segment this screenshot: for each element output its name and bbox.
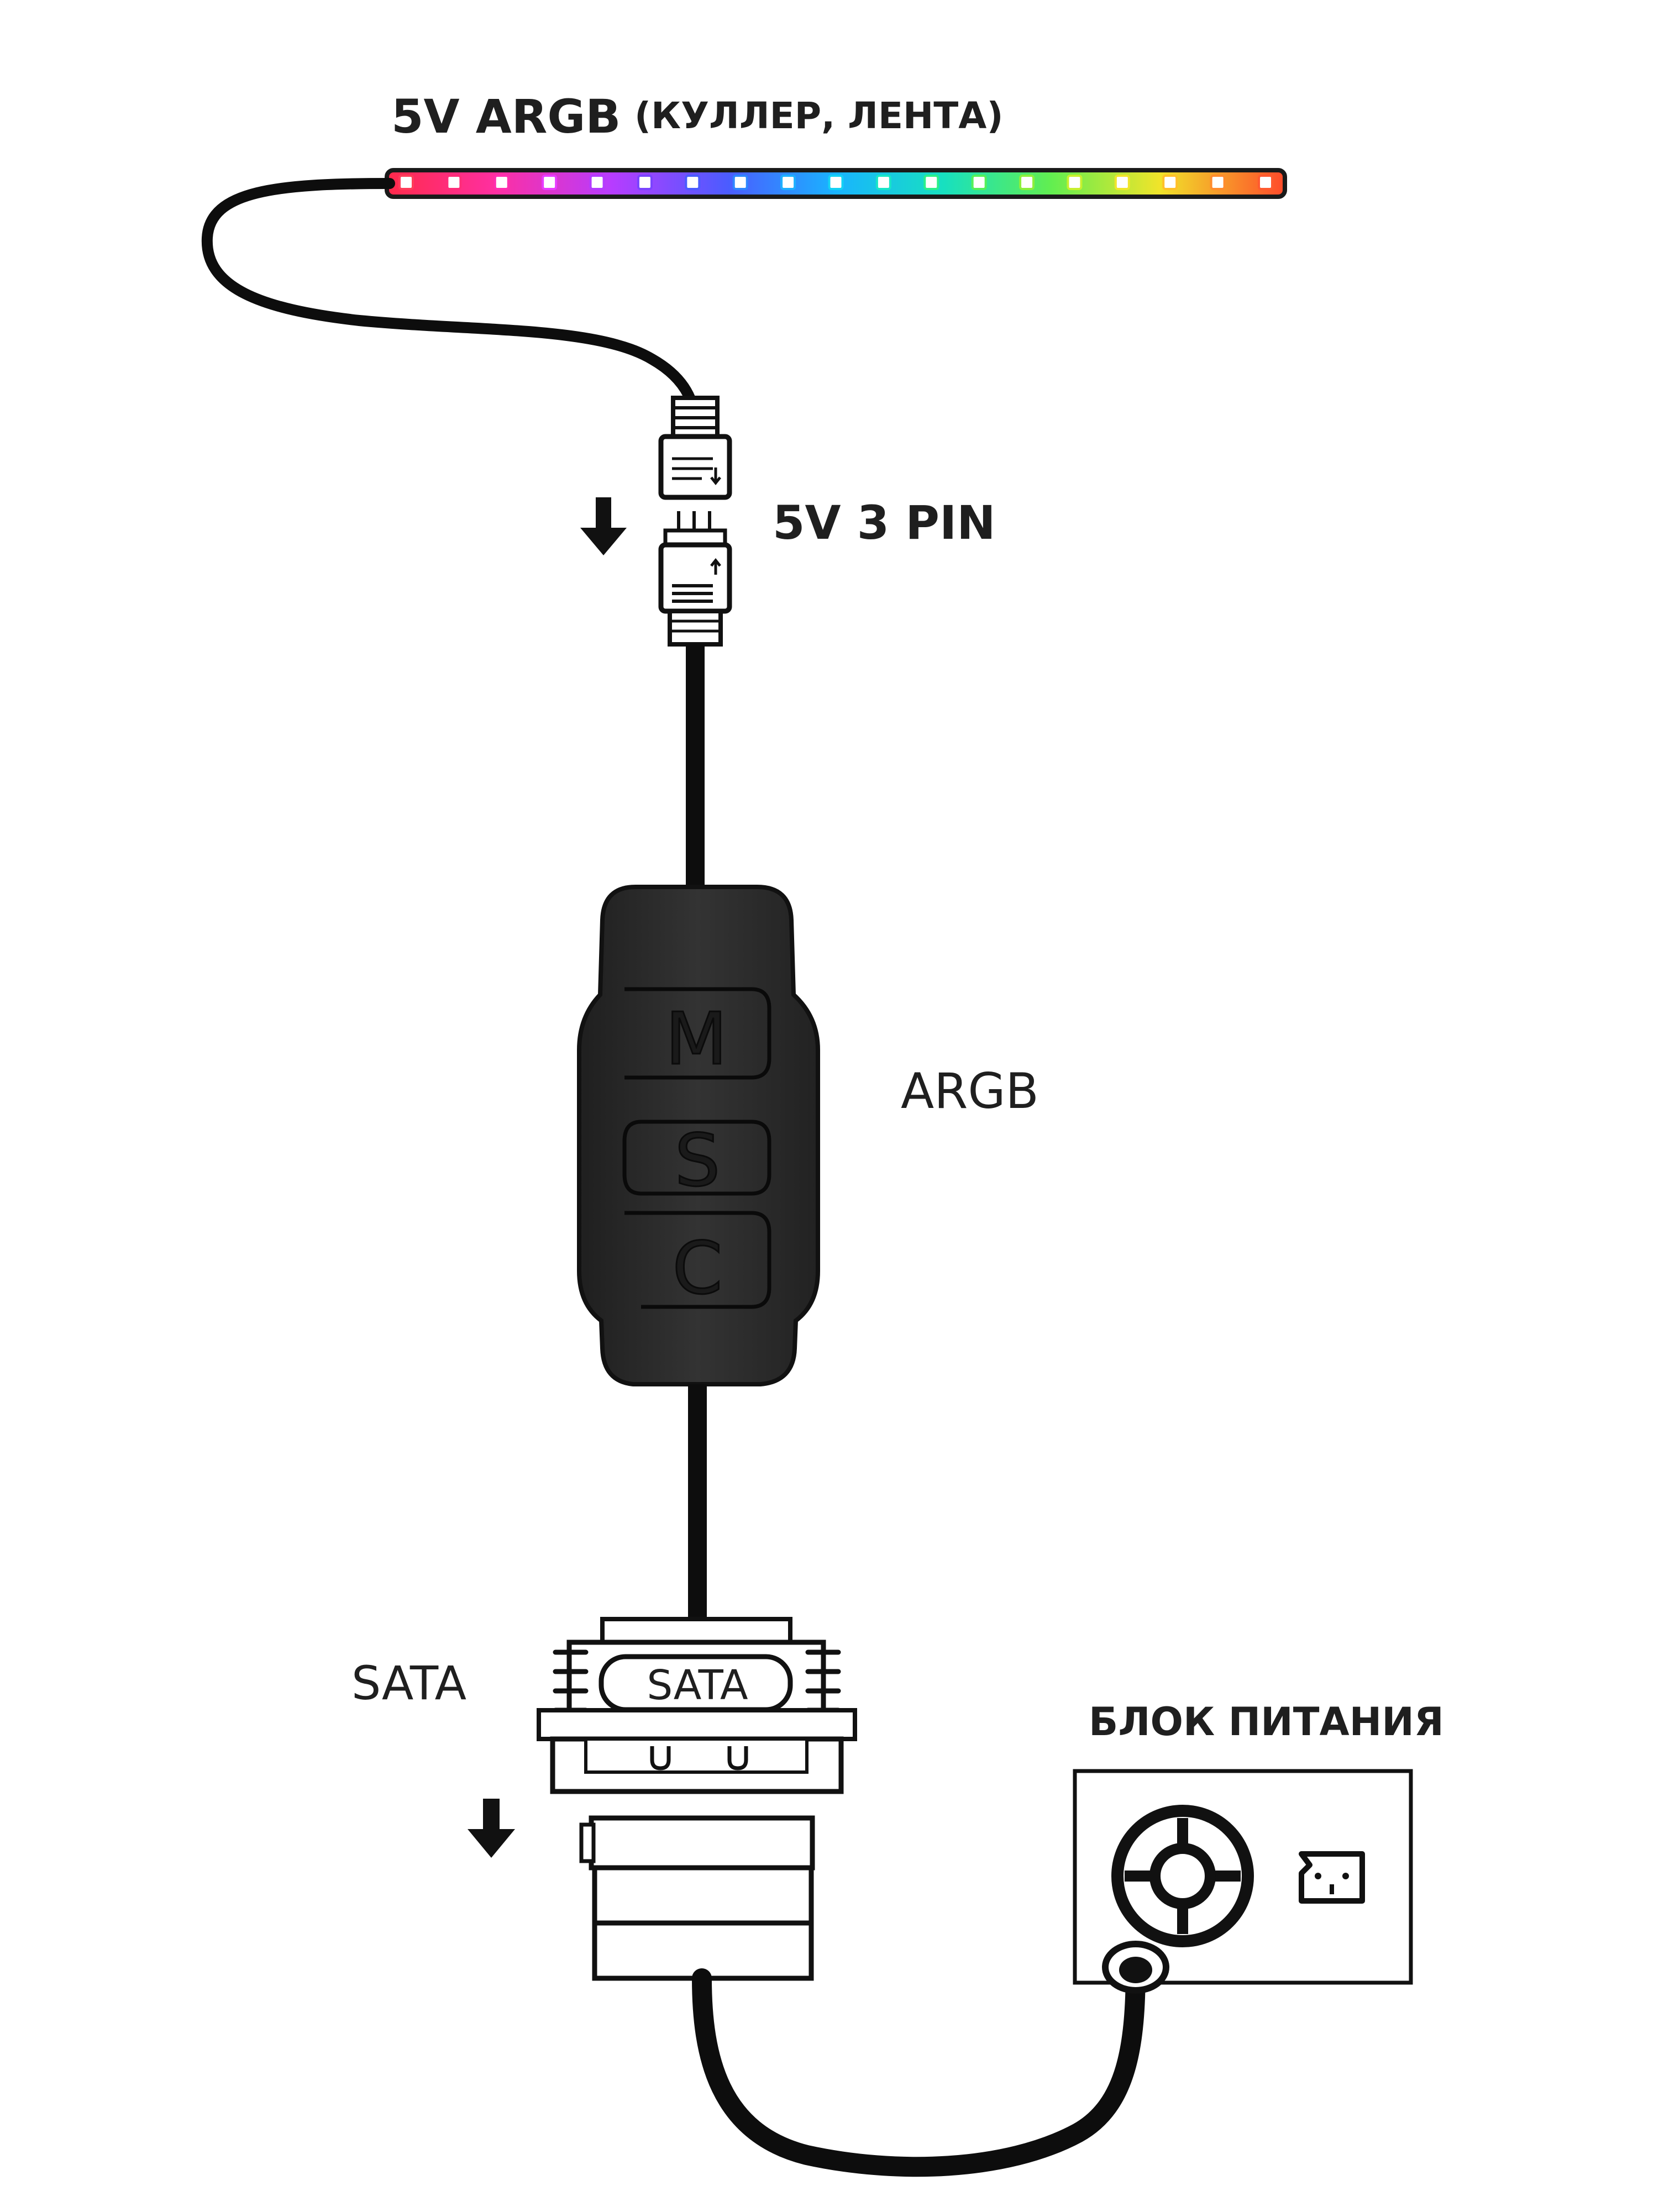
psu-label: БЛОК ПИТАНИЯ	[1089, 1699, 1444, 1745]
led-row	[398, 175, 1273, 190]
psu-cable	[692, 1957, 1146, 2177]
led-chip	[1067, 175, 1083, 190]
controller-button-c[interactable]: C	[624, 1211, 771, 1311]
led-chip	[1258, 175, 1273, 190]
led-chip	[637, 175, 653, 190]
led-chip	[828, 175, 844, 190]
led-chip	[923, 175, 939, 190]
strip-subtitle: (КУЛЛЕР, ЛЕНТА)	[634, 94, 1004, 137]
pin-label: 5V 3 PIN	[773, 496, 996, 550]
led-chip	[1114, 175, 1130, 190]
controller-button-m[interactable]: M	[624, 987, 771, 1082]
power-connector	[579, 1815, 815, 1981]
led-chip	[1019, 175, 1035, 190]
argb-led-strip	[385, 168, 1287, 199]
led-chip	[446, 175, 462, 190]
sata-connector-text: SATA	[647, 1662, 748, 1709]
button-m-label: M	[665, 997, 727, 1081]
sata-label: SATA	[351, 1656, 466, 1710]
power-supply-unit	[1073, 1769, 1413, 1994]
strip-cable	[201, 178, 701, 431]
led-chip	[732, 175, 748, 190]
strip-title: 5V ARGB	[391, 90, 621, 144]
cable-grommet	[1102, 1941, 1169, 1994]
button-s-label: S	[675, 1118, 721, 1202]
led-chip	[1162, 175, 1178, 190]
power-socket-icon	[1299, 1851, 1365, 1904]
led-chip	[685, 175, 701, 190]
led-chip	[780, 175, 796, 190]
argb-controller: M S C	[577, 885, 820, 1386]
led-chip	[875, 175, 891, 190]
arrow-down-icon	[468, 1799, 515, 1858]
lower-3pin-connector	[658, 511, 732, 647]
led-chip	[494, 175, 510, 190]
controller-label: ARGB	[901, 1063, 1039, 1120]
sata-connector: SATA	[537, 1617, 857, 1794]
led-chip	[1210, 175, 1226, 190]
led-chip	[542, 175, 558, 190]
controller-button-s[interactable]: S	[622, 1118, 771, 1204]
arrow-down-icon	[580, 497, 627, 555]
led-chip	[589, 175, 605, 190]
led-chip	[398, 175, 414, 190]
upper-3pin-connector	[658, 396, 732, 500]
fan-icon	[1111, 1805, 1254, 1947]
led-chip	[971, 175, 987, 190]
button-c-label: C	[673, 1226, 723, 1310]
